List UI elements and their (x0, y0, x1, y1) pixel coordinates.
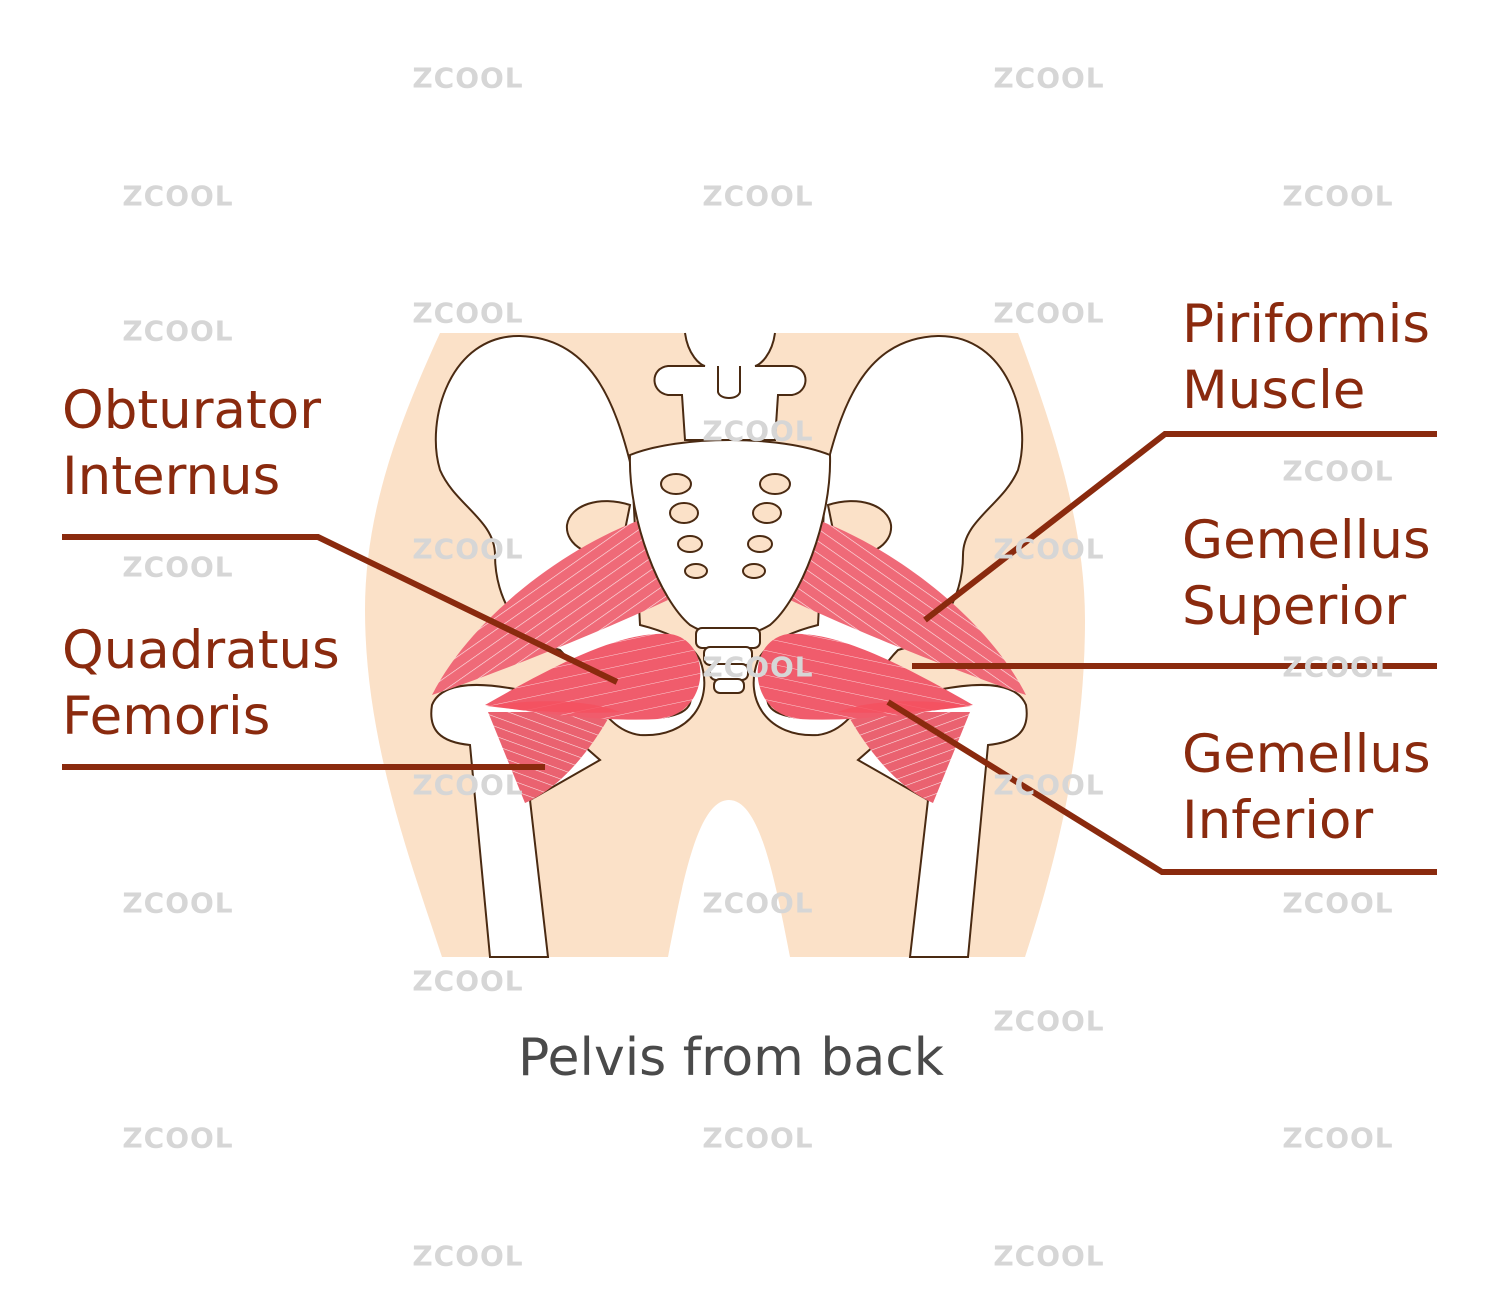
piriformis-muscle (432, 520, 668, 695)
label-gemellus-inferior: Gemellus Inferior (1182, 722, 1431, 854)
caption: Pelvis from back (518, 1028, 944, 1088)
pelvis-half-left (430, 334, 706, 958)
label-gemellus-superior: Gemellus Superior (1182, 508, 1431, 640)
label-line: Gemellus (1182, 510, 1431, 571)
label-line: Quadratus (62, 620, 340, 681)
watermark: ZCOOL (412, 61, 524, 95)
label-line: Femoris (62, 686, 271, 747)
watermark: ZCOOL (1282, 886, 1394, 920)
watermark: ZCOOL (1282, 1121, 1394, 1155)
watermark: ZCOOL (702, 179, 814, 213)
watermark: ZCOOL (122, 550, 234, 584)
watermark: ZCOOL (412, 768, 524, 802)
label-line: Obturator (62, 380, 321, 441)
watermark: ZCOOL (702, 886, 814, 920)
label-line: Superior (1182, 576, 1407, 637)
quadratus-femoris-muscle (488, 712, 612, 803)
watermark: ZCOOL (702, 414, 814, 448)
label-line: Piriformis (1182, 294, 1430, 355)
watermark: ZCOOL (1282, 179, 1394, 213)
watermark: ZCOOL (412, 296, 524, 330)
gemellus-muscle (487, 701, 620, 713)
label-line: Internus (62, 446, 281, 507)
watermark: ZCOOL (993, 532, 1105, 566)
watermark: ZCOOL (122, 886, 234, 920)
leader-gemellus-inferior (886, 699, 1437, 875)
leader-piriformis (923, 431, 1437, 623)
watermark: ZCOOL (702, 650, 814, 684)
watermark: ZCOOL (993, 768, 1105, 802)
watermark: ZCOOL (993, 1004, 1105, 1038)
coccyx (695, 627, 761, 694)
label-line: Muscle (1182, 360, 1366, 421)
watermark: ZCOOL (993, 61, 1105, 95)
watermark: ZCOOL (122, 314, 234, 348)
watermark: ZCOOL (412, 532, 524, 566)
label-obturator-internus: Obturator Internus (62, 378, 321, 510)
sacral-foramina (660, 473, 791, 579)
watermark: ZCOOL (993, 296, 1105, 330)
watermark: ZCOOL (122, 179, 234, 213)
watermark: ZCOOL (412, 1239, 524, 1273)
label-line: Inferior (1182, 790, 1374, 851)
label-piriformis: Piriformis Muscle (1182, 292, 1430, 424)
obturator-internus-muscle (485, 633, 701, 720)
leader-obturator-internus (62, 534, 619, 685)
watermark: ZCOOL (702, 1121, 814, 1155)
watermark: ZCOOL (993, 1239, 1105, 1273)
watermark: ZCOOL (1282, 454, 1394, 488)
watermark: ZCOOL (412, 964, 524, 998)
label-line: Gemellus (1182, 724, 1431, 785)
label-quadratus-femoris: Quadratus Femoris (62, 618, 340, 750)
watermark: ZCOOL (122, 1121, 234, 1155)
watermark: ZCOOL (1282, 650, 1394, 684)
